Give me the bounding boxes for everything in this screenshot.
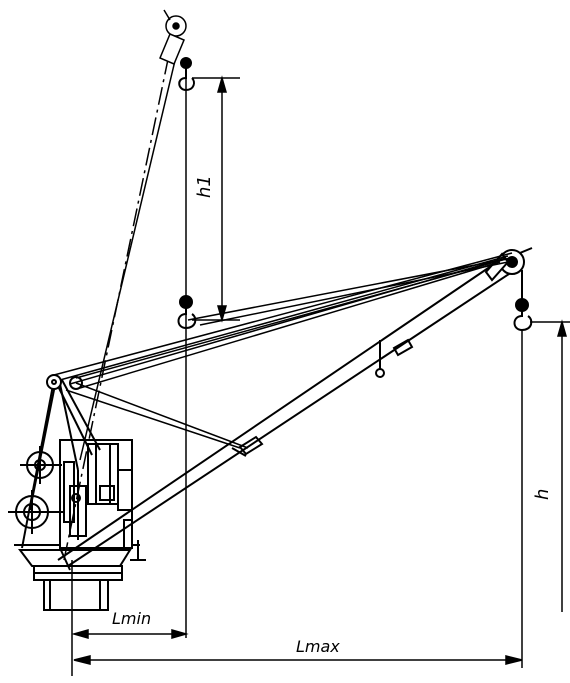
h-label: h (532, 489, 553, 500)
hook-upper-low (177, 295, 197, 330)
dimension-l-max (73, 655, 523, 665)
dimension-l-min (71, 560, 189, 676)
machinery-housing (59, 439, 133, 549)
rigging-ropes (53, 252, 513, 449)
crane-base (14, 540, 146, 611)
boom-upper-position (63, 9, 187, 561)
dimension-h (530, 319, 570, 612)
hook-upper-high (178, 57, 195, 92)
h1-label: h1 (194, 175, 215, 198)
a-frame-mast (21, 374, 101, 549)
hook-max-reach (513, 270, 533, 332)
winch-drum-lower (8, 490, 64, 534)
l-max-label: Lmax (296, 637, 340, 656)
l-min-label: Lmin (112, 609, 151, 628)
dimension-h1 (192, 75, 240, 323)
